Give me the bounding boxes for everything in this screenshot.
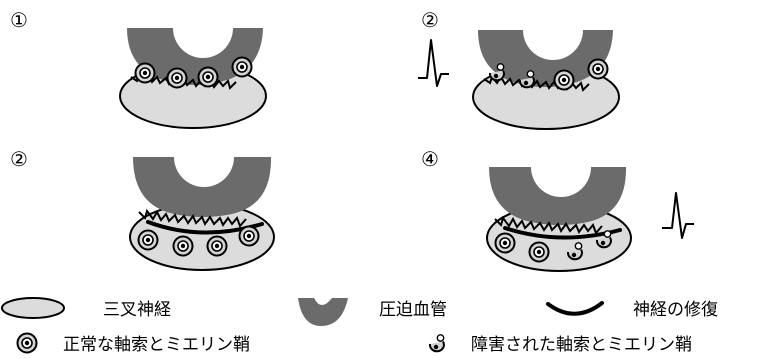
normal-axon xyxy=(134,62,156,84)
legend-item-normal-axon: 正常な軸索とミエリン鞘 xyxy=(16,332,250,355)
legend-label: 正常な軸索とミエリン鞘 xyxy=(63,335,250,355)
vessel-arc-icon xyxy=(298,298,348,326)
panel-number: ② xyxy=(421,8,439,32)
normal-axon xyxy=(553,69,575,91)
normal-axon xyxy=(206,235,228,257)
normal-axon xyxy=(494,232,516,254)
panel-number: ④ xyxy=(421,147,439,171)
legend: 三叉神経 圧迫血管 神経の修復 正常な軸索とミエリン鞘 障害された軸索とミエリン… xyxy=(1,297,718,355)
axon-icon xyxy=(16,332,38,354)
spike-signal-icon xyxy=(662,192,694,239)
legend-item-compressing-vessel: 圧迫血管 xyxy=(298,298,447,326)
legend-item-nerve-repair: 神経の修復 xyxy=(546,300,718,320)
compressing-vessel xyxy=(489,167,627,225)
repair-arc-icon xyxy=(546,301,604,316)
panel-2: ② xyxy=(418,8,620,130)
damaged-axon-icon xyxy=(428,333,445,353)
normal-axon xyxy=(238,225,260,247)
compressing-vessel xyxy=(133,157,272,217)
panel-number: ① xyxy=(10,8,28,32)
normal-axon xyxy=(528,241,550,263)
legend-label: 三叉神経 xyxy=(103,300,171,320)
compression-spikes xyxy=(138,208,247,228)
legend-label: 圧迫血管 xyxy=(379,300,447,320)
legend-label: 障害された軸索とミエリン鞘 xyxy=(471,335,692,355)
normal-axon xyxy=(231,56,253,78)
compressing-vessel xyxy=(127,28,263,85)
legend-item-trigeminal-nerve: 三叉神経 xyxy=(1,297,171,320)
normal-axon xyxy=(137,229,159,251)
panel-number: ② xyxy=(10,147,28,171)
legend-item-damaged-axon: 障害された軸索とミエリン鞘 xyxy=(428,333,692,355)
normal-axon xyxy=(587,58,609,80)
panel-4: ④ xyxy=(421,147,694,272)
panel-1: ① xyxy=(10,8,267,129)
normal-axon xyxy=(172,235,194,257)
legend-label: 神経の修復 xyxy=(633,300,718,320)
compressing-vessel xyxy=(478,30,613,87)
compression-spikes xyxy=(494,215,603,235)
normal-axon xyxy=(166,67,188,89)
nerve-ellipse-icon xyxy=(1,297,65,319)
panel-3: ② xyxy=(10,147,275,271)
normal-axon xyxy=(197,66,219,88)
spike-signal-icon xyxy=(418,39,449,87)
